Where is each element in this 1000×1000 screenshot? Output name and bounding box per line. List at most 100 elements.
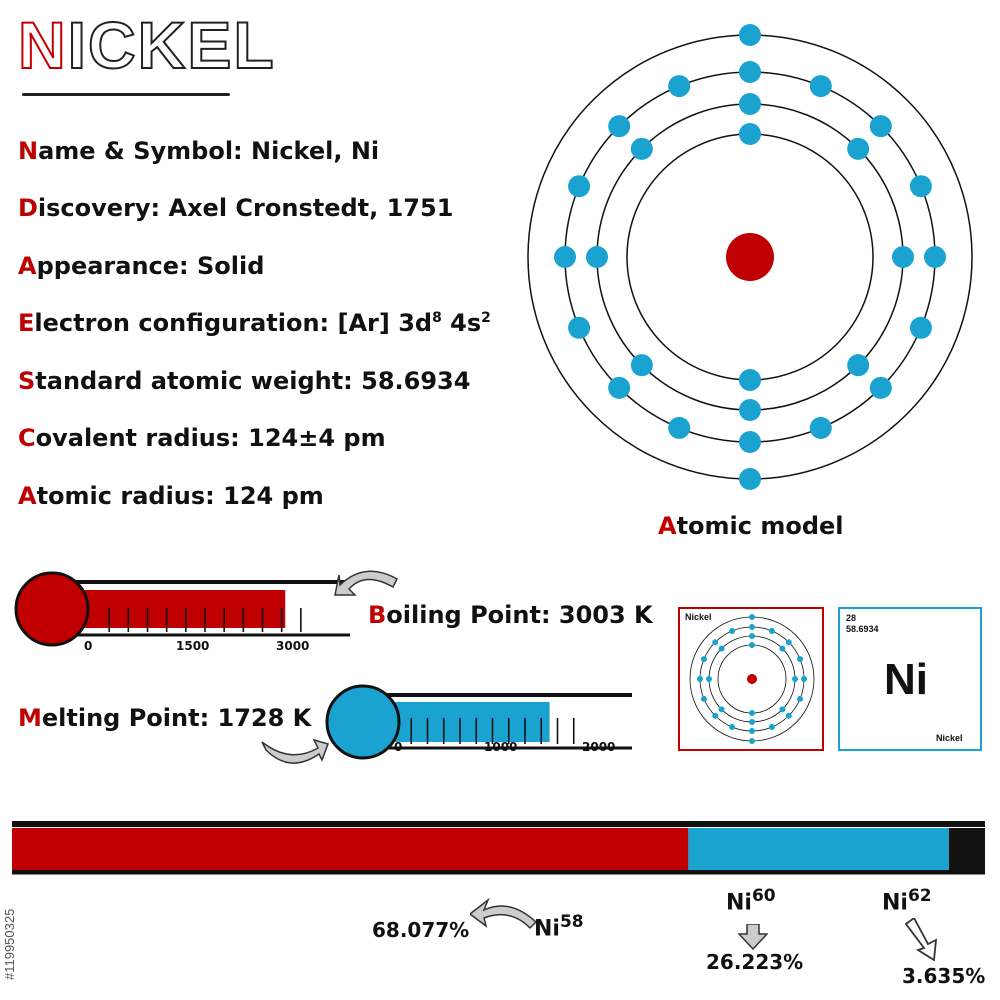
electron	[668, 416, 691, 439]
element-weight: 58.6934	[846, 624, 879, 634]
fact-electron-configuration: Electron configuration: [Ar] 3d8 4s2	[18, 309, 491, 337]
electron	[700, 656, 707, 663]
electron	[847, 354, 870, 377]
melting-point-label: Melting Point: 1728 K	[18, 704, 312, 732]
melting-tick-0: 0	[394, 740, 403, 754]
electron	[749, 728, 755, 734]
melting-arrow-icon	[261, 738, 329, 764]
electron	[785, 712, 792, 719]
electron	[909, 316, 932, 339]
fact-atomic-weight: Standard atomic weight: 58.6934	[18, 367, 471, 395]
electron	[554, 246, 576, 268]
electron	[749, 633, 755, 639]
electron	[749, 642, 755, 648]
isotope-60-percent: 26.223%	[706, 950, 804, 974]
electron	[700, 695, 707, 702]
electron	[749, 738, 755, 744]
electron	[718, 706, 725, 713]
element-name: Nickel	[936, 733, 963, 743]
isotope-60-label: Ni60	[726, 886, 776, 916]
isotope-62-label: Ni62	[882, 886, 932, 916]
electron	[739, 468, 761, 490]
electron	[568, 175, 591, 198]
melting-tick-1: 1000	[484, 740, 518, 754]
atomic-model-card: Nickel	[678, 607, 824, 751]
isotope-58-label: Ni58	[534, 912, 584, 942]
electron	[924, 246, 946, 268]
boiling-tick-1: 1500	[176, 639, 210, 653]
electron	[739, 93, 761, 115]
isotope-segment-60	[688, 828, 949, 870]
electron	[630, 354, 653, 377]
nucleus	[747, 674, 757, 684]
isotope-60-arrow-icon	[738, 924, 768, 950]
melting-tick-2: 2000	[582, 740, 616, 754]
electron	[749, 614, 755, 620]
element-tile-card: 28 58.6934 Ni Nickel	[838, 607, 982, 751]
electron	[739, 24, 761, 46]
boiling-point-label: Boiling Point: 3003 K	[368, 601, 653, 629]
page-title: NICKEL	[17, 8, 276, 82]
electron	[739, 369, 761, 391]
boiling-tick-0: 0	[84, 639, 93, 653]
watermark-id: #119950325	[2, 908, 17, 980]
electron	[792, 676, 798, 682]
electron	[706, 676, 712, 682]
fact-discovery: Discovery: Axel Cronstedt, 1751	[18, 194, 454, 222]
electron	[869, 115, 892, 138]
mini-atom-icon	[689, 614, 815, 744]
atomic-model-label: Atomic model	[658, 512, 844, 540]
electron	[797, 695, 804, 702]
electron	[809, 416, 832, 439]
electron	[739, 61, 761, 83]
electron	[768, 724, 775, 731]
electron	[768, 627, 775, 634]
electron	[749, 710, 755, 716]
electron	[779, 645, 786, 652]
electron	[909, 175, 932, 198]
electron	[718, 645, 725, 652]
electron	[712, 712, 719, 719]
electron	[739, 123, 761, 145]
model-card-name: Nickel	[685, 612, 712, 622]
electron	[712, 639, 719, 646]
fact-atomic-radius: Atomic radius: 124 pm	[18, 482, 324, 510]
electron	[568, 316, 591, 339]
melting-ticks	[410, 718, 575, 744]
isotope-bar	[12, 821, 985, 875]
boiling-tick-2: 3000	[276, 639, 310, 653]
electron	[608, 376, 631, 399]
boiling-arrow-icon	[334, 570, 398, 596]
electron	[729, 724, 736, 731]
title-underline	[22, 93, 230, 96]
electron	[809, 75, 832, 98]
boiling-ticks	[108, 608, 302, 632]
melting-thermometer	[325, 684, 632, 760]
boiling-bulb	[14, 571, 90, 647]
isotope-58-percent: 68.077%	[372, 918, 470, 942]
fact-appearance: Appearance: Solid	[18, 252, 265, 280]
fact-name-symbol: Name & Symbol: Nickel, Ni	[18, 137, 380, 165]
boiling-thermometer	[14, 571, 350, 647]
electron	[892, 246, 914, 268]
electron	[779, 706, 786, 713]
electron	[797, 656, 804, 663]
electron	[739, 431, 761, 453]
boiling-fill	[60, 590, 286, 628]
isotope-segment-58	[12, 828, 689, 870]
electron	[608, 115, 631, 138]
isotope-62-arrow-icon	[904, 918, 938, 962]
isotope-58-arrow-icon	[470, 898, 538, 930]
nucleus	[726, 233, 774, 281]
electron	[749, 719, 755, 725]
electron	[785, 639, 792, 646]
electron	[847, 137, 870, 160]
electron	[697, 676, 703, 682]
electron	[801, 676, 807, 682]
electron	[749, 624, 755, 630]
fact-covalent-radius: Covalent radius: 124±4 pm	[18, 424, 386, 452]
electron	[586, 246, 608, 268]
isotope-62-percent: 3.635%	[902, 964, 986, 988]
element-number: 28	[846, 613, 857, 623]
electron	[729, 627, 736, 634]
